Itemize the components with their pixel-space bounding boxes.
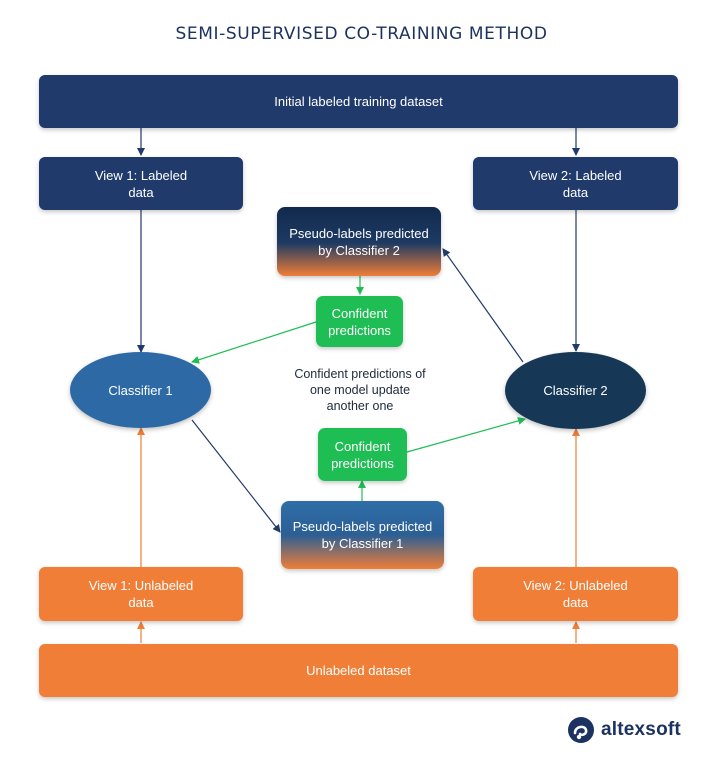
- view1-labeled-box: View 1: Labeled data: [39, 157, 243, 210]
- altexsoft-logo-icon: [568, 717, 594, 743]
- view1-unlabeled-box: View 1: Unlabeled data: [39, 567, 243, 621]
- confident-predictions-bottom-box: Confident predictions: [318, 428, 407, 481]
- unlabeled-dataset-box: Unlabeled dataset: [39, 644, 678, 697]
- classifier1-node: Classifier 1: [70, 352, 211, 428]
- arrow-confident-top-to-classifier1: [191, 321, 317, 364]
- view2-unlabeled-box: View 2: Unlabeled data: [473, 567, 678, 621]
- arrow-classifier1-to-pseudo1: [191, 419, 281, 533]
- arrow-classifier2-to-pseudo2: [442, 248, 524, 363]
- initial-labeled-dataset-box: Initial labeled training dataset: [39, 75, 678, 128]
- classifier2-node: Classifier 2: [505, 352, 646, 429]
- arrow-confident-bottom-to-classifier2: [406, 417, 526, 453]
- brand-name: altexsoft: [601, 719, 681, 740]
- pseudo-labels-classifier2-box: Pseudo-labels predicted by Classifier 2: [277, 207, 441, 276]
- brand-logo: altexsoft: [567, 712, 681, 748]
- pseudo-labels-classifier1-box: Pseudo-labels predicted by Classifier 1: [281, 501, 444, 569]
- confident-predictions-top-box: Confident predictions: [316, 296, 403, 347]
- diagram-title: SEMI-SUPERVISED CO-TRAINING METHOD: [175, 24, 548, 44]
- view2-labeled-box: View 2: Labeled data: [473, 157, 678, 210]
- co-training-caption: Confident predictions of one model updat…: [294, 367, 426, 413]
